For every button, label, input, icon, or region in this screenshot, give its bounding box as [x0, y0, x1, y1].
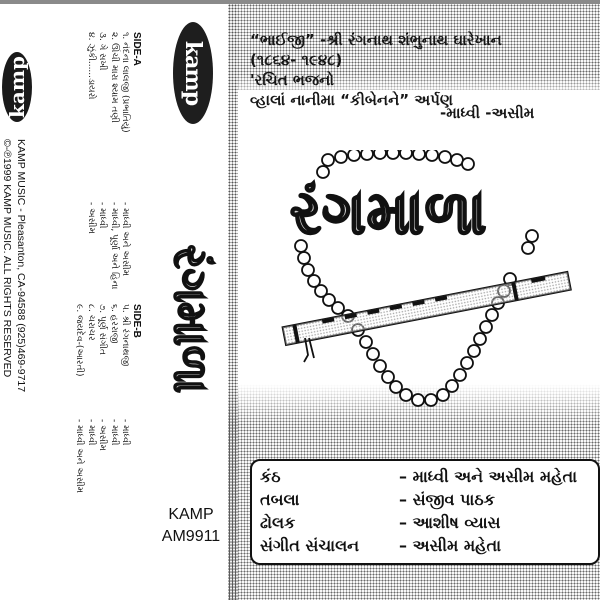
credit-name: – અસીમ મહેતા — [399, 536, 502, 555]
track-artist: - માધ્વી અને અસીમ — [120, 202, 131, 277]
track-title: ઝુંકી......ડાયરો — [86, 43, 96, 100]
track-row: ૪. ઝુંકી......ડાયરો - અસીમ — [85, 32, 96, 234]
bead-mala-icon — [294, 150, 539, 407]
cover-title: રંગમાળા — [289, 177, 488, 250]
track-number: ૬. — [109, 304, 119, 312]
track-number: ૧. — [120, 32, 131, 40]
track-row: ૫. શ્રી રંગનાથજી - માધ્વી — [119, 304, 131, 445]
spine-title: રંગમાળા — [152, 194, 228, 444]
credit-name: – માધ્વી અને અસીમ મહેતા — [399, 467, 578, 486]
track-artist: - માધ્વી, પૂર્ણા અને હિના — [109, 202, 119, 290]
track-title: ગે સખી — [97, 43, 108, 71]
label-address: KAMP MUSIC - Pleasanton, CA-94588 (925)4… — [15, 139, 27, 393]
track-number: ૪. — [86, 32, 96, 41]
credit-row: સંગીત સંચાલન – અસીમ મહેતા — [260, 536, 590, 559]
dedication-signature: -માધ્વી -અસીમ — [440, 104, 535, 122]
credit-role: સંગીત સંચાલન — [260, 536, 360, 555]
track-row: ૭. પૂર્ણ સંગીત - અસીમ — [96, 304, 108, 451]
track-title: ચરાચર — [86, 314, 96, 341]
catalog-label: KAMP — [168, 506, 214, 523]
logo-text: kamp — [180, 40, 206, 106]
track-number: ૭. — [97, 304, 108, 314]
track-row: ૩. ગે સખી - માધ્વી — [96, 32, 108, 228]
credit-role: કંઠ — [260, 467, 281, 486]
inner-panel: SIDE-A ૧. નંદના લાલજી (પ્રભાતિયું) - માધ… — [0, 4, 150, 600]
spine: kamp રંગમાળા KAMP AM9911 — [150, 4, 228, 600]
credit-row: ઢોલક – આશીષ વ્યાસ — [260, 513, 590, 536]
dedication-line: વ્હાલાં નાનીમા “કીબેનને” અર્પણ — [250, 91, 453, 109]
track-title: પૂર્ણ સંગીત — [97, 316, 108, 355]
side-b-tracklist: SIDE-B ૫. શ્રી રંગનાથજી - માધ્વી ૬. હરરા… — [73, 304, 143, 493]
side-b-title: SIDE-B — [131, 304, 142, 338]
catalog-block: KAMP AM9911 — [154, 504, 228, 548]
dedication-line: “ભાઈજી” -શ્રી રંગનાથ શંભુનાથ ઘારેખાન — [250, 31, 502, 49]
top-edge — [0, 0, 600, 4]
credit-row: કંઠ – માધ્વી અને અસીમ મહેતા — [260, 467, 590, 490]
rotated-content: SIDE-A ૧. નંદના લાલજી (પ્રભાતિયું) - માધ… — [0, 4, 150, 600]
track-number: ૮. — [86, 304, 96, 312]
credit-row: તબલા – સંજીવ પાઠક — [260, 490, 590, 513]
track-row: ૬. હરરાજી - માધ્વી — [108, 304, 119, 445]
credit-role: તબલા — [260, 490, 300, 509]
dedication: “ભાઈજી” -શ્રી રંગનાથ શંભુનાથ ઘારેખાન (૧૮… — [250, 30, 502, 110]
copyright-notice: ©-℗1999 KAMP MUSIC. ALL RIGHTS RESERVED — [1, 139, 13, 378]
track-row: ૧. નંદના લાલજી (પ્રભાતિયું) - માધ્વી અને… — [119, 32, 131, 276]
track-artist: - અસીમ — [97, 419, 108, 451]
credits-box: કંઠ – માધ્વી અને અસીમ મહેતા તબલા – સંજીવ… — [250, 459, 600, 565]
track-title: જયદેવ-(આરતી) — [74, 315, 85, 377]
catalog-number: AM9911 — [161, 528, 221, 545]
side-a-title: SIDE-A — [131, 32, 142, 66]
dedication-line: (૧૮૬૪- ૧૯૪૮) — [250, 51, 343, 69]
title-artwork: રંગમાળા — [228, 150, 600, 430]
credit-name: – સંજીવ પાઠક — [399, 490, 495, 509]
track-row: ૮. ચરાચર - માધ્વી — [85, 304, 96, 445]
halftone-fade — [228, 74, 600, 104]
track-artist: - અસીમ — [86, 202, 96, 234]
track-title: શ્રી રંગનાથજી — [120, 315, 131, 367]
track-title: ઊંચી મારા શ્યામ તણી — [109, 43, 119, 123]
spine-title-text: રંગમાળા — [163, 244, 219, 394]
halftone-edge — [228, 4, 238, 600]
front-cover: “ભાઈજી” -શ્રી રંગનાથ શંભુનાથ ઘારેખાન (૧૮… — [228, 4, 600, 600]
credit-name: – આશીષ વ્યાસ — [399, 513, 501, 532]
track-row: ૨. ઊંચી મારા શ્યામ તણી - માધ્વી, પૂર્ણા … — [108, 32, 119, 289]
track-artist: - માધ્વી — [109, 419, 119, 446]
kamp-logo-icon: kamp — [173, 22, 213, 124]
flute-icon — [281, 270, 572, 363]
kamp-logo-icon: kamp — [2, 52, 32, 122]
credit-role: ઢોલક — [260, 513, 296, 532]
track-title: હરરાજી — [109, 314, 119, 344]
side-a-tracklist: SIDE-A ૧. નંદના લાલજી (પ્રભાતિયું) - માધ… — [85, 32, 142, 289]
track-number: ૩. — [97, 32, 108, 41]
track-artist: - માધ્વી — [86, 419, 96, 446]
track-number: ૯. — [74, 304, 85, 313]
track-artist: - માધ્વી — [120, 419, 131, 446]
track-row: ૯. જયદેવ-(આરતી) - માધ્વી અને અસીમ — [73, 304, 85, 493]
track-artist: - માધ્વી — [97, 202, 108, 229]
track-title: નંદના લાલજી (પ્રભાતિયું) — [120, 42, 131, 133]
dedication-line: 'રચિત ભજનો — [250, 71, 335, 89]
track-number: ૫. — [120, 304, 131, 313]
track-number: ૨. — [109, 32, 119, 41]
track-artist: - માધ્વી અને અસીમ — [74, 419, 85, 494]
